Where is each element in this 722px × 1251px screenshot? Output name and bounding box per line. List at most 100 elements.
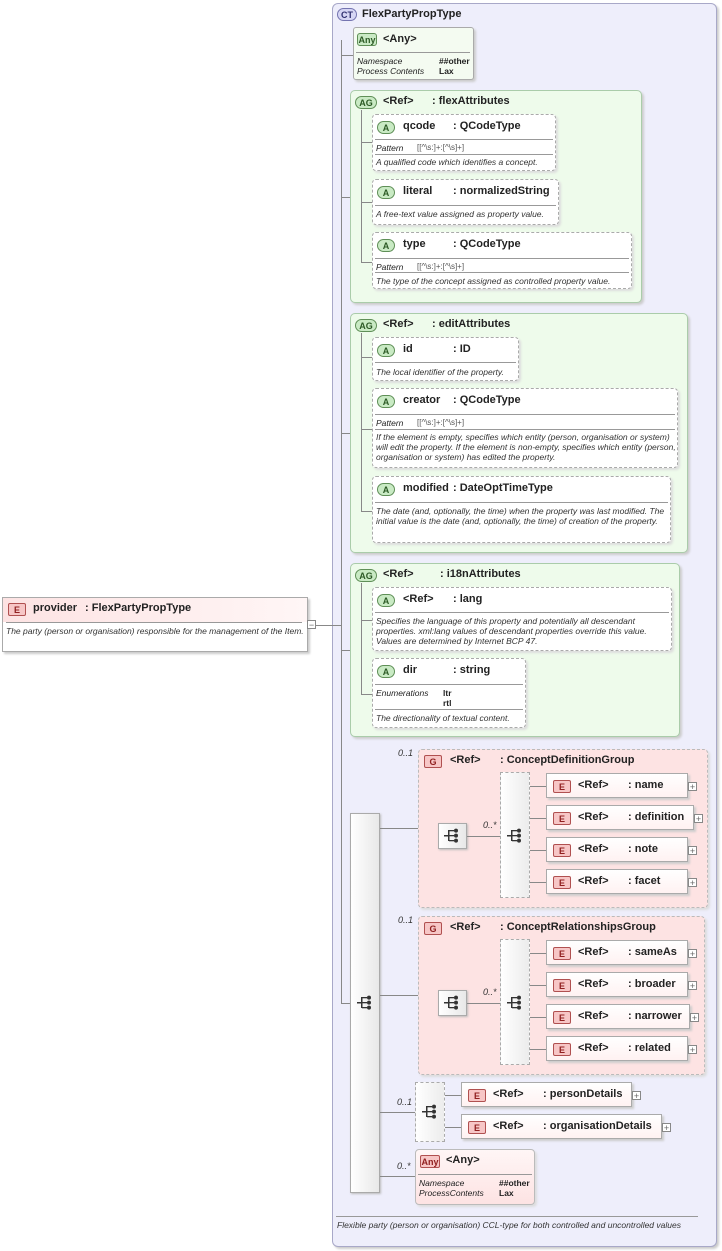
element-badge: E xyxy=(468,1089,486,1102)
connector xyxy=(361,110,362,262)
any-element-label: <Any> xyxy=(446,1154,480,1166)
connector xyxy=(341,197,350,198)
ref-label: <Ref> xyxy=(578,946,609,958)
cardinality: 0..1 xyxy=(397,1097,413,1107)
attribute-modified[interactable] xyxy=(372,476,671,543)
attribute-qcode[interactable] xyxy=(372,114,556,171)
expand-button[interactable]: + xyxy=(688,981,697,991)
namespace-value: ##other xyxy=(439,56,470,66)
expand-button[interactable]: + xyxy=(688,846,697,856)
attribute-description: The type of the concept assigned as cont… xyxy=(376,276,611,286)
ref-label: <Ref> xyxy=(493,1120,524,1132)
sequence-compositor[interactable] xyxy=(500,939,530,1065)
namespace-label: Namespace xyxy=(357,56,403,66)
connector xyxy=(361,333,362,511)
element-label: : note xyxy=(628,843,658,855)
element-badge: E xyxy=(8,603,26,616)
complex-type-badge: CT xyxy=(337,8,357,21)
element-label: : organisationDetails xyxy=(543,1120,652,1132)
connector xyxy=(530,818,546,819)
cardinality: 0..1 xyxy=(398,748,414,758)
expand-button[interactable]: + xyxy=(694,814,703,824)
provider-connector xyxy=(315,625,341,626)
ref-label: <Ref> xyxy=(383,318,414,330)
connector xyxy=(380,995,418,996)
element-label: : broader xyxy=(628,978,676,990)
connector xyxy=(341,433,350,434)
attribute-creator[interactable] xyxy=(372,388,678,468)
divider xyxy=(375,205,556,206)
divider xyxy=(375,154,553,155)
sequence-icon xyxy=(357,995,371,1010)
complex-type-name: FlexPartyPropType xyxy=(362,8,462,20)
attribute-literal[interactable] xyxy=(372,179,559,225)
element-organisation-details[interactable] xyxy=(461,1114,662,1139)
attribute-description: If the element is empty, specifies which… xyxy=(376,432,676,462)
pattern-value: [[^\s:]+:[^\s]+] xyxy=(417,262,465,271)
element-person-details[interactable] xyxy=(461,1082,632,1107)
connector xyxy=(341,1003,350,1004)
connector xyxy=(467,836,500,837)
attribute-name: type xyxy=(403,238,426,250)
enum-value: rtl xyxy=(443,698,452,708)
attribute-dir[interactable] xyxy=(372,658,526,728)
divider xyxy=(375,684,523,685)
divider xyxy=(375,502,668,503)
i18n-attributes-name: : i18nAttributes xyxy=(440,568,521,580)
element-broader[interactable] xyxy=(546,972,688,997)
sequence-compositor[interactable] xyxy=(438,823,467,849)
cardinality: 0..* xyxy=(483,820,497,830)
expand-button[interactable]: + xyxy=(632,1091,641,1101)
expand-button[interactable]: + xyxy=(690,1013,699,1023)
expand-button[interactable]: + xyxy=(688,949,697,959)
attribute-name: id xyxy=(403,343,413,355)
attribute-type: : QCodeType xyxy=(453,238,521,250)
divider xyxy=(375,272,629,273)
expand-button[interactable]: + xyxy=(662,1123,671,1133)
attribute-type: : normalizedString xyxy=(453,185,550,197)
connector xyxy=(445,1127,461,1128)
attribute-type-box[interactable] xyxy=(372,232,632,289)
divider xyxy=(356,52,470,53)
attribute-badge: A xyxy=(377,483,395,496)
attribute-description: The local identifier of the property. xyxy=(376,367,504,377)
connector xyxy=(361,620,372,621)
expand-button[interactable]: + xyxy=(688,878,697,888)
provider-element[interactable] xyxy=(2,597,308,652)
concept-relationships-group-name: : ConceptRelationshipsGroup xyxy=(500,921,656,933)
element-narrower[interactable] xyxy=(546,1004,690,1029)
any-badge: Any xyxy=(420,1155,440,1168)
ref-label: <Ref> xyxy=(450,921,481,933)
divider xyxy=(418,1174,532,1175)
attribute-type: : string xyxy=(453,664,491,676)
element-label: : narrower xyxy=(628,1010,682,1022)
divider xyxy=(375,258,629,259)
any-badge: Any xyxy=(357,33,377,46)
ref-label: <Ref> xyxy=(578,779,609,791)
ref-label: <Ref> xyxy=(383,95,414,107)
connector xyxy=(530,985,546,986)
ref-label: <Ref> xyxy=(578,875,609,887)
attribute-id[interactable] xyxy=(372,337,519,381)
expand-button[interactable]: + xyxy=(688,1045,697,1055)
attribute-badge: A xyxy=(377,665,395,678)
element-label: : facet xyxy=(628,875,661,887)
pattern-label: Pattern xyxy=(376,143,404,153)
attribute-lang[interactable] xyxy=(372,587,672,651)
element-badge: E xyxy=(553,1011,571,1024)
attribute-badge: A xyxy=(377,344,395,357)
connector xyxy=(445,1095,461,1096)
attribute-description: Specifies the language of this property … xyxy=(376,616,647,646)
connector xyxy=(341,55,353,56)
divider xyxy=(375,362,516,363)
ref-label: <Ref> xyxy=(383,568,414,580)
attribute-description: A free-text value assigned as property v… xyxy=(376,209,544,219)
element-badge: E xyxy=(553,1043,571,1056)
provider-type: : FlexPartyPropType xyxy=(85,602,192,614)
ref-label: <Ref> xyxy=(450,754,481,766)
process-contents-value: Lax xyxy=(439,66,454,76)
provider-collapse-button[interactable]: − xyxy=(307,620,316,630)
expand-button[interactable]: + xyxy=(688,782,697,792)
connector xyxy=(380,1176,415,1177)
divider xyxy=(375,709,523,710)
